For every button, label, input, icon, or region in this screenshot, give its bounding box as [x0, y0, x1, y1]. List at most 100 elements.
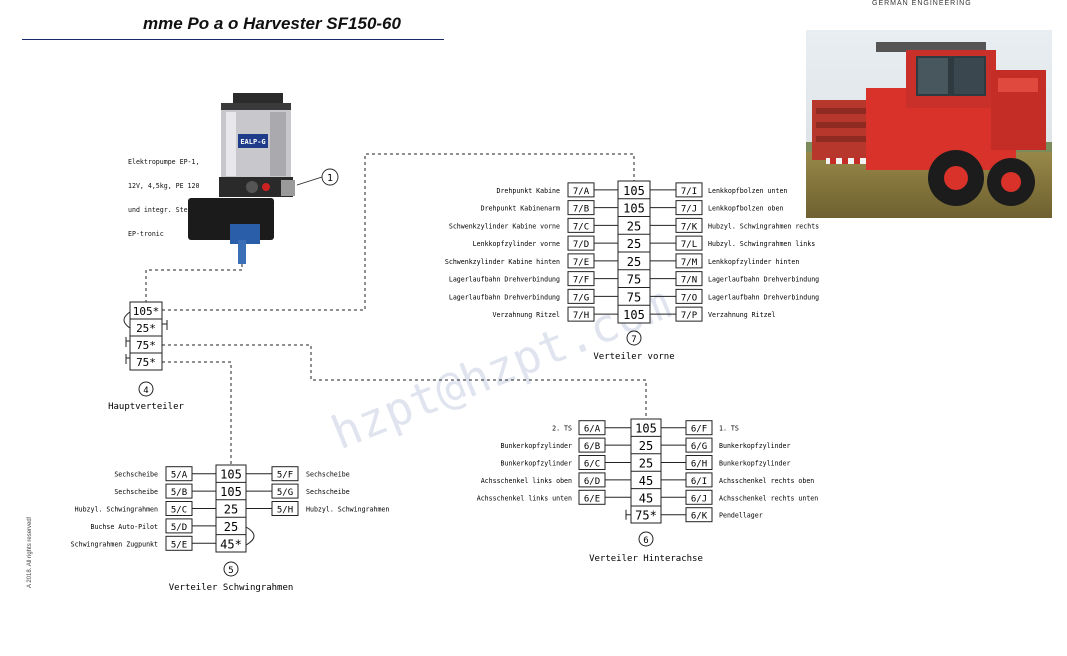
- outlet-label: Hubzyl. Schwingrahmen rechts: [708, 222, 819, 230]
- outlet-code: 7/D: [573, 240, 589, 250]
- outlet-code-box: [567, 235, 595, 251]
- pump-description-line: 12V, 4,5kg, PE 120: [128, 182, 200, 190]
- outlet-code: 7/L: [681, 240, 697, 250]
- outlet-label: Hubzyl. Schwingrahmen: [306, 506, 389, 514]
- outlet-value: 25: [224, 503, 238, 517]
- outlet-code-box: [675, 306, 703, 322]
- outlet-code-box: [675, 182, 703, 198]
- outlet-code-box: [271, 466, 299, 482]
- outlet-code: 6/J: [691, 494, 707, 504]
- pump-description: Elektropumpe EP-1, 12V, 4,5kg, PE 120 un…: [128, 142, 211, 246]
- outlet-value: 75: [627, 290, 641, 304]
- outlet-label: 1. TS: [719, 425, 739, 433]
- outlet-label: Hubzyl. Schwingrahmen: [75, 506, 158, 514]
- outlet-code-box: [685, 472, 713, 488]
- outlet-code-box: [578, 420, 606, 436]
- outlet-code-box: [578, 437, 606, 453]
- outlet-code: 7/J: [681, 205, 697, 215]
- outlet-value: 105: [220, 468, 242, 482]
- main-distributor: 105* 25* 75* 75* 4 Hauptverteiler: [108, 301, 185, 412]
- supply-lines: [145, 153, 647, 465]
- outlet-label: 2. TS: [552, 425, 572, 433]
- plug-mark: [625, 509, 631, 520]
- outlet-label: Lenkkopfzylinder vorne: [473, 240, 560, 248]
- outlet-label: Lagerlaufbahn Drehverbindung: [449, 276, 560, 284]
- outlet-label: Lenkkopfzylinder hinten: [708, 258, 799, 266]
- outlet-code-box: [567, 200, 595, 216]
- outlet-value: 25*: [136, 322, 156, 335]
- outlet-label: Achsschenkel links oben: [481, 477, 572, 485]
- outlet-code: 5/B: [171, 488, 187, 498]
- outlet-value: 105: [623, 184, 645, 198]
- harvester-photo: [806, 30, 1052, 218]
- outlet-value: 75*: [136, 356, 156, 369]
- outlet-label: Bunkerkopfzylinder: [719, 442, 790, 450]
- outlet-value: 45*: [220, 537, 242, 551]
- outlet-value: 25: [627, 255, 641, 269]
- outlet-label: Sechscheibe: [306, 488, 350, 496]
- outlet-label: Drehpunkt Kabine: [496, 187, 560, 195]
- outlet-label: Bunkerkopfzylinder: [719, 460, 790, 468]
- outlet-value: 25: [639, 439, 653, 453]
- outlet-code: 7/O: [681, 293, 697, 303]
- distributor-name: Hauptverteiler: [108, 402, 184, 412]
- outlet-label: Achsschenkel rechts unten: [719, 494, 818, 502]
- outlet-label: Schwingrahmen Zugpunkt: [71, 540, 158, 548]
- outlet-code-box: [165, 466, 193, 482]
- outlet-code: 7/H: [573, 311, 589, 321]
- outlet-value: 25: [627, 237, 641, 251]
- outlet-code: 5/H: [277, 506, 293, 516]
- outlet-code-box: [685, 455, 713, 470]
- outlet-label: Lenkkopfbolzen unten: [708, 187, 787, 195]
- outlet-code: 7/B: [573, 205, 589, 215]
- outlet-code: 7/K: [681, 222, 698, 232]
- outlet-code: 7/N: [681, 276, 697, 286]
- brand-tagline: GERMAN ENGINEERING: [872, 0, 972, 7]
- outlet-code-box: [567, 306, 595, 322]
- outlet-code-box: [567, 288, 595, 304]
- outlet-code: 7/C: [573, 222, 589, 232]
- outlet-value: 45: [639, 474, 653, 488]
- outlet-code: 6/I: [691, 477, 707, 487]
- outlet-code: 6/B: [584, 442, 600, 452]
- distributor-number: 4: [143, 386, 148, 396]
- outlet-label: Pendellager: [719, 512, 763, 520]
- outlet-value: 25: [627, 219, 641, 233]
- outlet-code-box: [578, 472, 606, 488]
- outlet-code: 7/M: [681, 258, 698, 268]
- outlet-label: Lagerlaufbahn Drehverbindung: [708, 293, 819, 301]
- outlet-code-box: [685, 489, 713, 505]
- outlet-code: 7/G: [573, 293, 589, 303]
- outlet-label: Sechscheibe: [114, 488, 158, 496]
- outlet-value: 105: [220, 485, 242, 499]
- distributor-number: 6: [643, 536, 648, 546]
- outlet-code-box: [675, 235, 703, 251]
- outlet-label: Verzahnung Ritzel: [708, 311, 776, 319]
- outlet-code-box: [567, 182, 595, 198]
- outlet-label: Schwenkzylinder Kabine vorne: [449, 222, 560, 230]
- outlet-label: Sechscheibe: [114, 471, 158, 479]
- outlet-code: 5/D: [171, 523, 187, 533]
- pump-description-line: Elektropumpe EP-1,: [128, 158, 200, 166]
- outlet-label: Drehpunkt Kabinenarm: [481, 205, 560, 213]
- outlet-code-box: [675, 271, 703, 287]
- outlet-value: 25: [639, 457, 653, 471]
- outlet-label: Sechscheibe: [306, 471, 350, 479]
- outlet-code-box: [675, 200, 703, 216]
- outlet-code-box: [567, 271, 595, 287]
- pump-description-line: und integr. Steuerung: [128, 206, 212, 214]
- outlet-value: 75: [627, 273, 641, 287]
- outlet-value: 75*: [136, 339, 156, 352]
- outlet-code: 5/G: [277, 488, 293, 498]
- callout-number: 1: [327, 173, 333, 184]
- outlet-code: 6/H: [691, 460, 707, 470]
- outlet-code-box: [675, 217, 703, 233]
- outlet-label: Lenkkopfbolzen oben: [708, 205, 783, 213]
- outlet-code: 6/E: [584, 494, 600, 504]
- outlet-code: 5/F: [277, 471, 293, 481]
- outlet-code-box: [271, 483, 299, 499]
